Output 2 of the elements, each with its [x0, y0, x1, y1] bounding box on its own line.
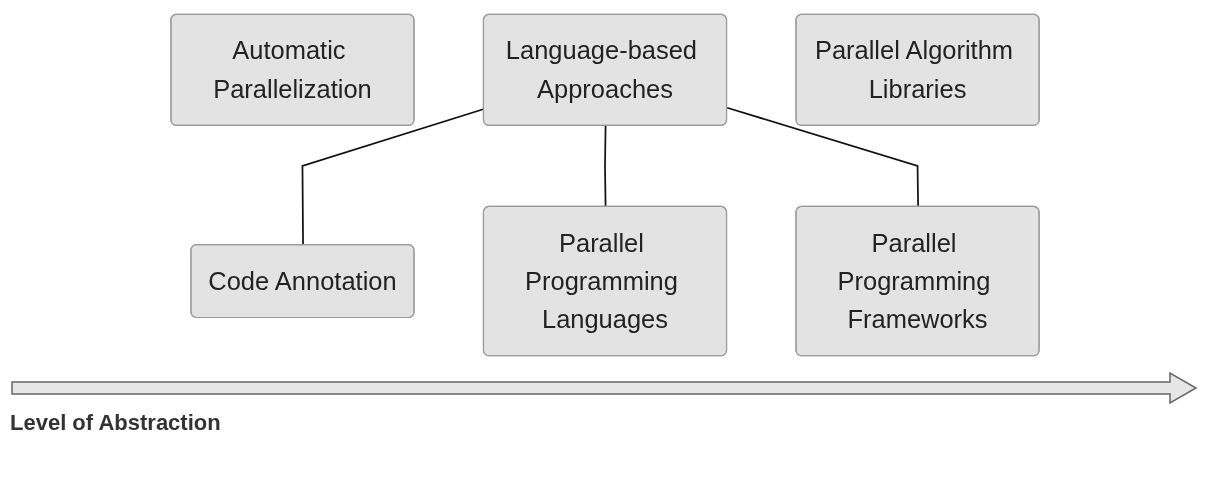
connector: [603, 125, 606, 208]
axis-label: Level of Abstraction: [10, 410, 221, 436]
